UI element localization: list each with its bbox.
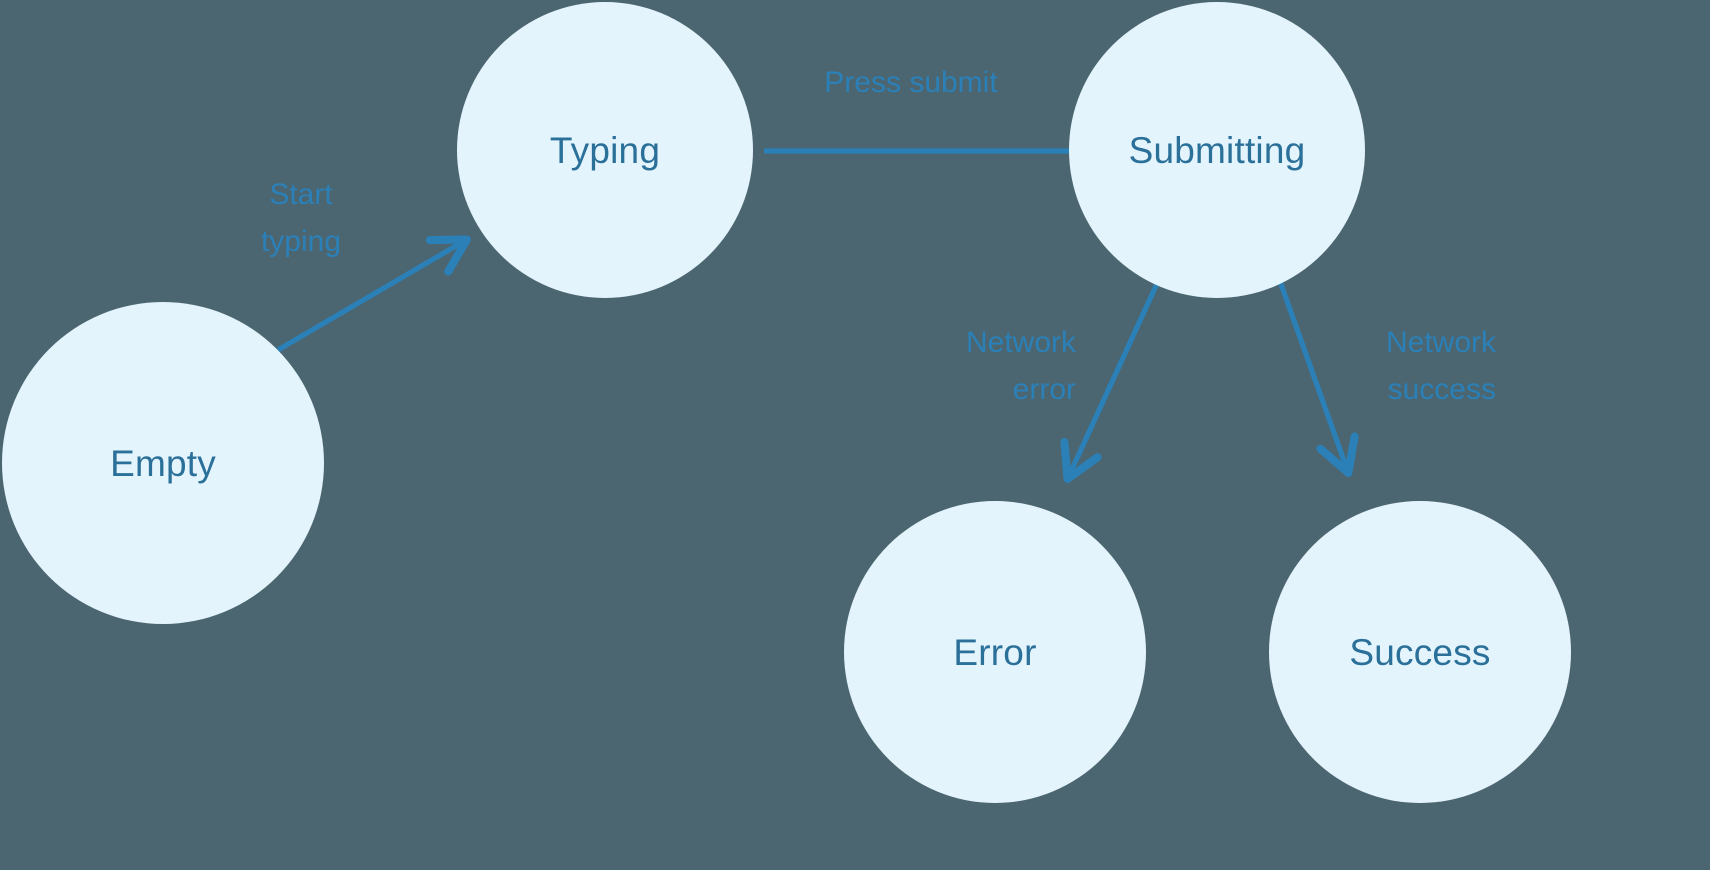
state-node-empty-label: Empty bbox=[110, 442, 216, 484]
edge-label-network-success: Network success bbox=[1385, 326, 1496, 406]
state-node-submitting[interactable]: Submitting bbox=[1069, 2, 1365, 298]
state-node-typing-label: Typing bbox=[549, 129, 661, 171]
state-node-error[interactable]: Error bbox=[844, 501, 1146, 803]
state-node-success-label: Success bbox=[1349, 631, 1491, 673]
edge-submitting-to-success bbox=[1274, 272, 1359, 478]
state-node-submitting-label: Submitting bbox=[1128, 129, 1306, 171]
state-node-typing[interactable]: Typing bbox=[457, 2, 753, 298]
edge-empty-to-typing bbox=[276, 235, 471, 353]
edge-label-network-error: Network error bbox=[965, 326, 1076, 406]
edge-label-start-typing: Start typing bbox=[260, 178, 342, 258]
state-node-error-label: Error bbox=[953, 631, 1037, 673]
edge-label-press-submit: Press submit bbox=[824, 66, 998, 99]
state-node-success[interactable]: Success bbox=[1269, 501, 1571, 803]
edge-submitting-to-error bbox=[1060, 275, 1163, 483]
state-node-empty[interactable]: Empty bbox=[2, 302, 324, 624]
